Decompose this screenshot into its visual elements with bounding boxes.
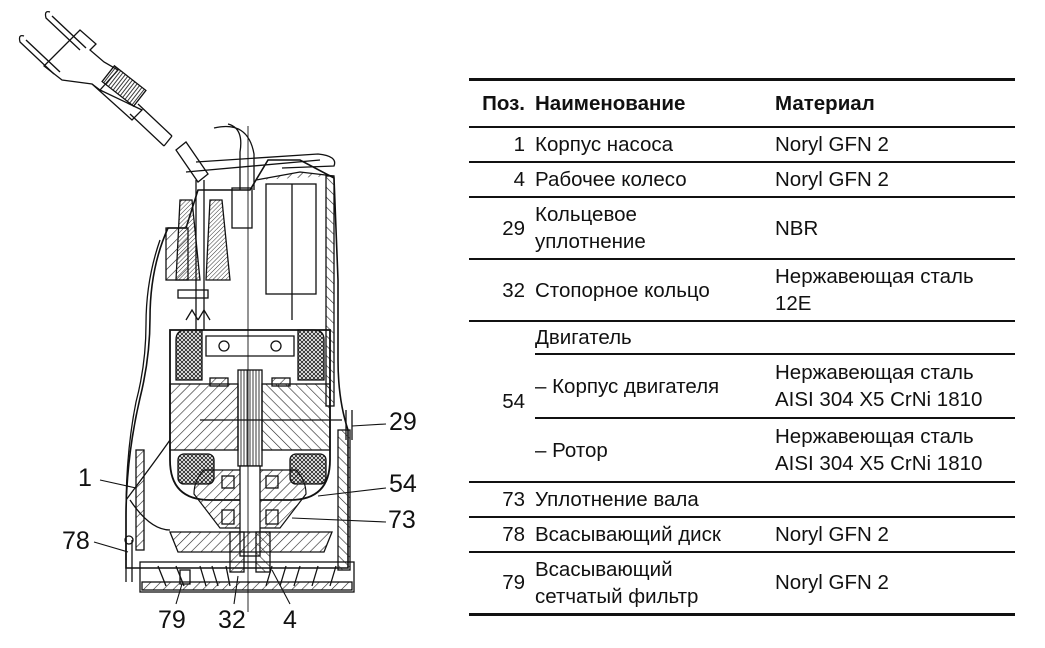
cell-material-line: 12E	[775, 292, 812, 315]
header-name: Наименование	[535, 78, 775, 128]
table-subrow: – Ротор Нержавеющая сталь AISI 304 X5 Cr…	[469, 418, 1015, 483]
cell-name: Всасывающий диск	[535, 517, 775, 553]
cell-material: Noryl GFN 2	[775, 162, 1015, 198]
cell-name-line: сетчатый фильтр	[535, 584, 699, 608]
header-material: Материал	[775, 78, 1015, 128]
table-row: 4 Рабочее колесо Noryl GFN 2	[469, 162, 1015, 198]
cell-name: – Ротор	[535, 418, 775, 483]
cell-material: Noryl GFN 2	[775, 127, 1015, 163]
cell-material: NBR	[775, 197, 1015, 260]
cell-material-line: AISI 304 X5 CrNi 1810	[775, 452, 983, 475]
cell-pos: 73	[469, 482, 535, 518]
callout-73: 73	[388, 506, 416, 534]
cell-material-line: AISI 304 X5 CrNi 1810	[775, 388, 983, 411]
callout-32: 32	[218, 606, 246, 634]
callout-1: 1	[78, 464, 92, 492]
cell-pos: 79	[469, 552, 535, 616]
cell-name: Рабочее колесо	[535, 162, 775, 198]
table-row: 78 Всасывающий диск Noryl GFN 2	[469, 517, 1015, 553]
power-plug-icon	[18, 10, 209, 183]
callout-78: 78	[62, 527, 90, 555]
cell-pos: 78	[469, 517, 535, 553]
cell-material: Нержавеющая сталь AISI 304 X5 CrNi 1810	[775, 418, 1015, 483]
table-row-motor: 54 Двигатель	[469, 321, 1015, 483]
cell-material-line: Нержавеющая сталь	[775, 425, 974, 448]
cell-pos: 1	[469, 127, 535, 163]
cell-name: – Корпус двигателя	[535, 354, 775, 419]
cell-material: Noryl GFN 2	[775, 552, 1015, 616]
cell-pos: 4	[469, 162, 535, 198]
cell-material: Нержавеющая сталь 12E	[775, 259, 1015, 322]
parts-table: Поз. Наименование Материал 1 Корпус насо…	[469, 78, 1015, 616]
cell-name-line: Всасывающий	[535, 557, 673, 581]
cell-material	[775, 482, 1015, 518]
cell-name: Уплотнение вала	[535, 482, 775, 518]
cell-name: Двигатель	[535, 321, 775, 355]
cell-material-line: Нержавеющая сталь	[775, 265, 974, 288]
cell-name: Кольцевое уплотнение	[535, 197, 775, 260]
table-row: 32 Стопорное кольцо Нержавеющая сталь 12…	[469, 259, 1015, 322]
callout-4: 4	[283, 606, 297, 634]
table-subrow: – Корпус двигателя Нержавеющая сталь AIS…	[469, 354, 1015, 419]
cell-material: Нержавеющая сталь AISI 304 X5 CrNi 1810	[775, 354, 1015, 419]
table-row: 73 Уплотнение вала	[469, 482, 1015, 518]
cell-name: Стопорное кольцо	[535, 259, 775, 322]
cell-name: Всасывающий сетчатый фильтр	[535, 552, 775, 616]
callout-79: 79	[158, 606, 186, 634]
table-header-row: Поз. Наименование Материал	[469, 78, 1015, 128]
table-row: 79 Всасывающий сетчатый фильтр Noryl GFN…	[469, 552, 1015, 616]
header-pos: Поз.	[469, 78, 535, 128]
pump-section-drawing	[18, 10, 387, 612]
table-row: 1 Корпус насоса Noryl GFN 2	[469, 127, 1015, 163]
table-row: 29 Кольцевое уплотнение NBR	[469, 197, 1015, 260]
cell-material: Noryl GFN 2	[775, 517, 1015, 553]
cell-name-line: Кольцевое	[535, 203, 637, 226]
cell-pos: 32	[469, 259, 535, 322]
callout-54: 54	[389, 470, 417, 498]
cell-pos: 29	[469, 197, 535, 260]
callout-29: 29	[389, 408, 417, 436]
cell-material	[775, 321, 1015, 355]
cell-name: Корпус насоса	[535, 127, 775, 163]
cell-material-line: Нержавеющая сталь	[775, 361, 974, 384]
cell-pos: 54	[469, 321, 535, 483]
cell-name-line: уплотнение	[535, 230, 646, 253]
